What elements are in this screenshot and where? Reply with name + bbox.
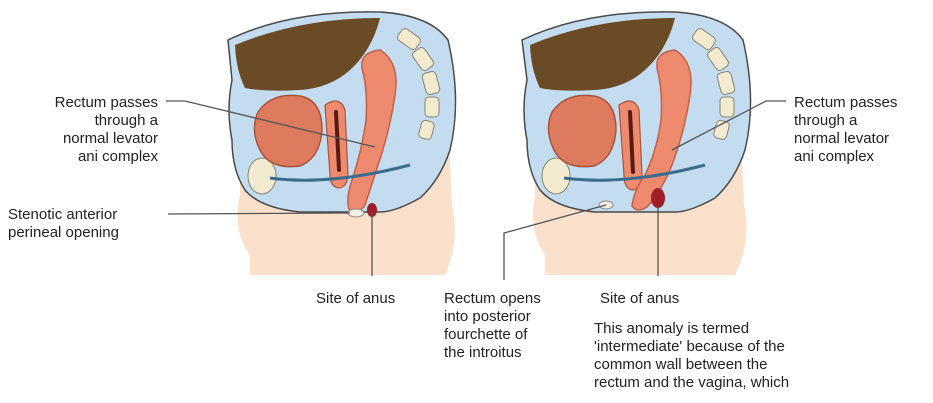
right-pelvis-illustration: [522, 12, 751, 275]
label-left-rectum-passes: Rectum passes through a normal levator a…: [55, 94, 158, 166]
anomaly-note: This anomaly is termed 'intermediate' be…: [594, 320, 789, 392]
left-pelvis-illustration: [228, 12, 456, 275]
left-bladder: [254, 95, 322, 166]
right-anal-dimple: [651, 188, 665, 208]
label-right-rectum-passes: Rectum passes through a normal levator a…: [794, 94, 897, 166]
label-right-rectum-opens: Rectum opens into posterior fourchette o…: [444, 290, 541, 362]
label-left-stenotic-opening: Stenotic anterior perineal opening: [8, 206, 119, 242]
right-bladder: [548, 95, 616, 166]
left-pubic-bone: [248, 158, 276, 194]
label-left-site-of-anus: Site of anus: [316, 290, 395, 308]
left-stenotic-opening: [348, 209, 364, 217]
right-pubic-bone: [542, 158, 570, 194]
label-right-site-of-anus: Site of anus: [600, 290, 679, 308]
